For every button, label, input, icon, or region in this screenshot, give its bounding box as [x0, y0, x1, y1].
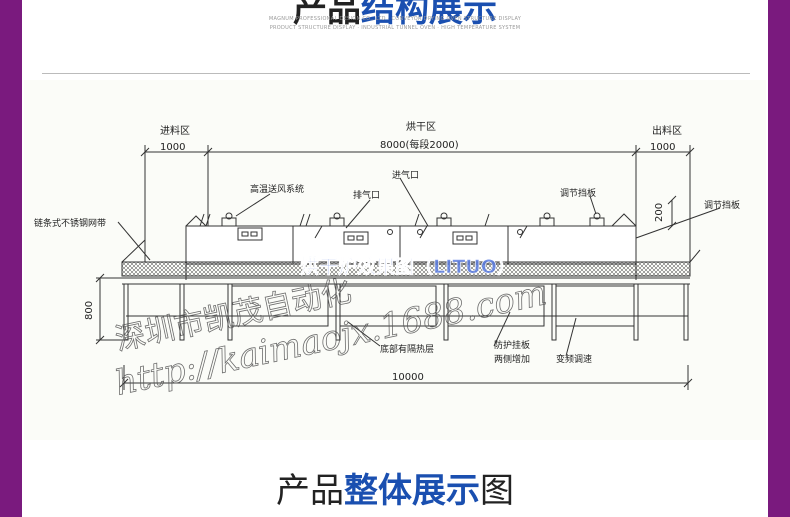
- dim-feed: 1000: [160, 142, 185, 153]
- label-baffle-left: 调节挡板: [560, 187, 596, 199]
- dim-left-height: 800: [84, 301, 95, 320]
- tunnel-body: [185, 225, 637, 265]
- leader-lines: [117, 177, 721, 357]
- label-insulation: 底部有隔热层: [380, 343, 434, 355]
- divider-line: [42, 73, 750, 74]
- baffle-plate-right: [611, 213, 637, 227]
- dim-discharge: 1000: [650, 142, 675, 153]
- conveyor-mesh-belt: [121, 261, 691, 277]
- label-feed-zone: 进料区: [160, 124, 190, 137]
- label-dry-zone: 烘干区: [406, 121, 436, 133]
- exhaust-pipes: [199, 213, 528, 239]
- label-chain-belt: 链条式不锈钢网带: [34, 217, 106, 229]
- label-intake: 进气口: [392, 169, 419, 181]
- label-exhaust: 排气口: [353, 189, 380, 201]
- overall-title-prefix: 产品: [276, 471, 344, 511]
- structure-title: 产品结构展示: [22, 0, 768, 31]
- fine-print-1: MAGNUM PROFESSIONAL DESIGN CO., LTD · CO…: [268, 16, 522, 22]
- label-guard-1: 防护挂板: [494, 339, 530, 351]
- frame-legs: [123, 283, 689, 341]
- belt-ends: [121, 239, 701, 263]
- label-vfd: 变频调速: [556, 353, 592, 365]
- baffle-plate-left: [185, 215, 207, 227]
- watermark: 深圳市凯茂自动化 http://kaimaojx.1688.com: [111, 273, 550, 404]
- dim-ticks-top: [140, 147, 695, 157]
- label-guard-2: 两侧增加: [494, 353, 530, 365]
- structure-title-highlight: 结构展示: [361, 0, 497, 30]
- dim-total-length: 10000: [392, 372, 424, 383]
- content-panel: 产品结构展示 MAGNUM PROFESSIONAL DESIGN CO., L…: [22, 0, 768, 517]
- label-discharge-zone: 出料区: [652, 124, 682, 137]
- dim-right-height: 200: [654, 203, 665, 222]
- label-hot-air-system: 高温送风系统: [250, 183, 304, 195]
- label-baffle-right: 调节挡板: [704, 199, 740, 211]
- fine-print-2: PRODUCT STRUCTURE DISPLAY · INDUSTRIAL T…: [269, 25, 521, 31]
- structure-title-prefix: 产品: [293, 0, 361, 30]
- dim-dry: 8000(每段2000): [380, 138, 459, 151]
- roof-fan-units: [221, 212, 605, 245]
- overall-title-highlight: 整体展示: [344, 471, 480, 511]
- overall-title-suffix: 图: [480, 471, 514, 511]
- overall-title: 产品整体展示图: [22, 463, 768, 512]
- banner-effect-title: 烘干炉效果图（LITUO）: [300, 255, 516, 278]
